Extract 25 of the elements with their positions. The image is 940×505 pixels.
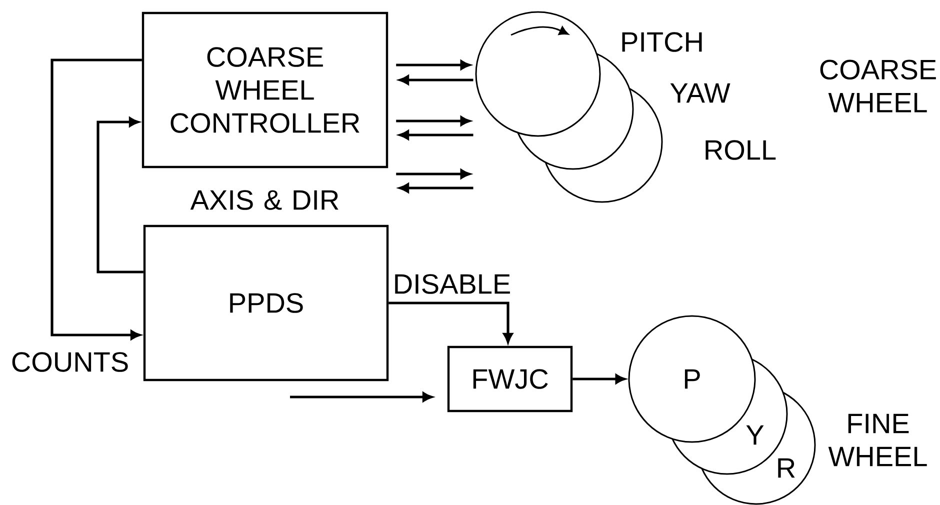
wheel-label: COARSE WHEEL — [820, 60, 936, 112]
wheel-label: FINE WHEEL — [828, 414, 927, 466]
wheel-drawing: P Y R — [628, 315, 816, 505]
arrow — [399, 130, 474, 140]
arrow — [399, 75, 474, 85]
arrow — [396, 60, 470, 70]
wheel-drawing: PITCH YAW ROLL — [475, 11, 776, 203]
arrow — [396, 116, 470, 126]
arrow — [290, 392, 432, 402]
edge-label: DISABLE — [392, 273, 512, 295]
node-label: ROLL — [706, 140, 776, 160]
arrow — [396, 169, 470, 179]
arrow — [399, 183, 474, 193]
node-label: R — [778, 458, 795, 478]
node-label: PITCH — [622, 32, 702, 52]
arrow — [96, 117, 144, 274]
node-label: YAW — [670, 83, 730, 103]
edge-label: COUNTS — [10, 351, 130, 373]
arrow — [388, 302, 513, 343]
arrow — [50, 58, 142, 340]
text-label: AXIS & DIR — [190, 190, 338, 210]
arrow — [572, 374, 626, 384]
block-box: FWJC — [447, 346, 573, 412]
block-box: PPDS — [143, 224, 389, 382]
block-box: COARSE WHEEL CONTROLLER — [142, 12, 388, 168]
